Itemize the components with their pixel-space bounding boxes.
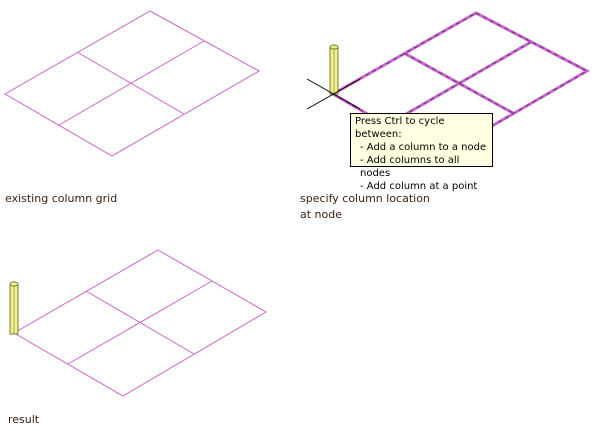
- result-column-grid: [12, 249, 267, 397]
- crosshair-cursor-icon: [306, 78, 361, 110]
- caption-line: existing column grid: [5, 192, 118, 205]
- caption-specify-column-location: specify column location at node: [300, 191, 430, 223]
- caption-line: result: [8, 413, 40, 426]
- ctrl-cycle-tooltip: Press Ctrl to cycle between: - Add a col…: [350, 113, 493, 192]
- caption-line: at node: [300, 208, 343, 221]
- grid-line-mid-a: [76, 51, 185, 115]
- column-icon: [329, 44, 339, 95]
- existing-column-grid: [3, 10, 261, 157]
- tooltip-option-add-column-at-point: - Add column at a point: [360, 181, 478, 192]
- caption-existing-column-grid: existing column grid: [5, 191, 117, 207]
- grid-outline: [3, 10, 261, 157]
- grid-line-mid-b: [58, 40, 205, 126]
- specify-column-grid: [306, 11, 591, 158]
- tooltip-option-list: - Add a column to a node - Add columns t…: [355, 141, 492, 193]
- result-column-icon: [9, 281, 19, 335]
- tooltip-option-add-columns-to-all-nodes: - Add columns to all nodes: [360, 155, 460, 179]
- result-grid-outline: [12, 249, 267, 397]
- caption-result: result: [8, 412, 39, 428]
- tooltip-title: Press Ctrl to cycle between:: [355, 116, 445, 140]
- highlighted-grid-dashes: [331, 12, 589, 157]
- tooltip-option-add-column-to-node: - Add a column to a node: [360, 142, 487, 153]
- result-grid-line-b: [67, 280, 213, 365]
- caption-line: specify column location: [300, 192, 430, 205]
